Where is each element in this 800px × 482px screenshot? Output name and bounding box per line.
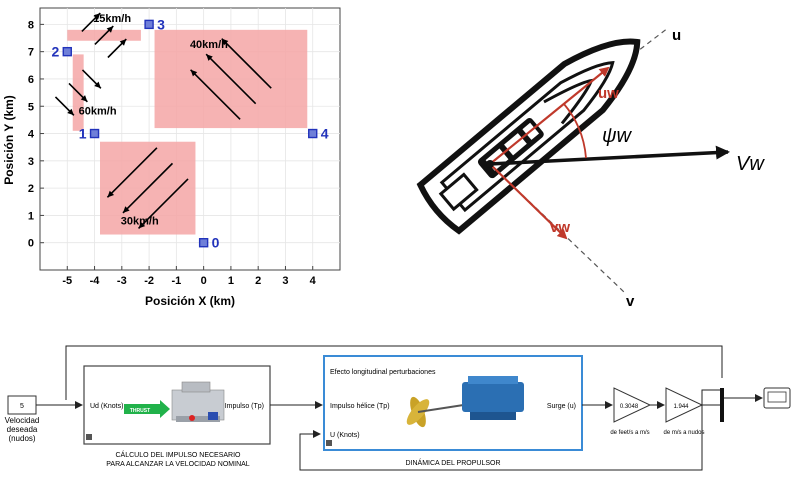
waypoint-label: 1 xyxy=(79,126,87,142)
gain2-caption: de m/s a nudos xyxy=(663,430,704,436)
current-arrowhead xyxy=(107,190,115,198)
sub1-caption-2: PARA ALCANZAR LA VELOCIDAD NOMINAL xyxy=(106,461,250,468)
sub1-in-port: Ud (Knots) xyxy=(90,403,123,410)
sub2-port-top: Efecto longitudinal perturbaciones xyxy=(330,369,436,376)
current-arrowhead xyxy=(190,69,198,77)
u-label: u xyxy=(672,27,681,44)
gain1-value: 0.3048 xyxy=(620,404,639,410)
x-tick-label: 1 xyxy=(228,275,234,287)
x-tick-label: -4 xyxy=(90,275,101,287)
y-tick-label: 2 xyxy=(28,183,34,195)
sub2-out-port: Surge (u) xyxy=(547,403,576,410)
waypoint-marker xyxy=(308,128,318,139)
thrust-badge-text: THRUST xyxy=(130,408,150,414)
sub2-lock-icon xyxy=(326,440,332,446)
propeller-engine-illustration xyxy=(406,376,524,428)
zone-speed-label: 60km/h xyxy=(79,106,117,118)
x-axis-label: Posición X (km) xyxy=(145,294,235,308)
sub1-lock-icon xyxy=(86,434,92,440)
gain2-value: 1.944 xyxy=(673,404,689,410)
sub2-port-bottom: U (Knots) xyxy=(330,432,360,439)
waypoint-marker xyxy=(89,128,100,139)
Vw-vector xyxy=(489,145,730,166)
vw-vector xyxy=(489,163,568,240)
current-arrow xyxy=(137,178,189,229)
scope-screen-icon xyxy=(767,391,787,403)
waypoint-label: 4 xyxy=(321,126,329,142)
current-arrowhead xyxy=(221,38,229,46)
waypoint-label: 3 xyxy=(157,16,165,32)
current-arrowhead xyxy=(206,54,213,61)
y-tick-label: 7 xyxy=(28,47,34,59)
y-tick-label: 0 xyxy=(28,238,34,250)
uw-label: uw xyxy=(598,85,619,102)
zone-speed-label: 40km/h xyxy=(190,39,228,51)
zone-speed-label: 15km/h xyxy=(93,13,131,25)
current-arrow xyxy=(221,38,272,89)
current-arrow xyxy=(106,147,158,198)
x-tick-label: 4 xyxy=(310,275,317,287)
input-caption-2: deseada xyxy=(7,425,38,434)
input-caption-1: Velocidad xyxy=(5,416,40,425)
current-arrowhead xyxy=(119,39,127,46)
sub2-caption: DINÁMICA DEL PROPULSOR xyxy=(405,458,500,467)
current-arrowhead xyxy=(106,26,114,33)
y-tick-label: 1 xyxy=(28,210,34,222)
x-tick-label: -2 xyxy=(144,275,154,287)
waypoint-marker xyxy=(62,46,72,57)
thrust-subsystem-block[interactable] xyxy=(83,365,271,445)
vw-label: vw xyxy=(550,219,570,236)
origin-dot xyxy=(486,160,494,168)
zone-speed-label: 30km/h xyxy=(121,216,159,228)
thruster-illustration xyxy=(171,381,225,422)
Vw-label: Vw xyxy=(736,153,765,175)
current-arrow xyxy=(190,69,241,120)
current-arrow xyxy=(205,53,257,105)
x-tick-label: 0 xyxy=(201,275,207,287)
waypoint-marker xyxy=(144,19,154,30)
y-tick-label: 6 xyxy=(28,74,34,86)
x-tick-label: 2 xyxy=(255,275,261,287)
psi-w-label: ψw xyxy=(602,125,633,147)
y-axis-label: Posición Y (km) xyxy=(2,95,16,185)
current-arrowhead xyxy=(67,108,74,116)
x-tick-label: -5 xyxy=(62,275,72,287)
current-arrow xyxy=(122,162,174,214)
sub1-out-port: Impulso (Tp) xyxy=(225,403,264,410)
gain-m-to-knots-block[interactable] xyxy=(665,387,704,423)
waypoint-label: 2 xyxy=(51,44,59,60)
gain-feet-to-m-block[interactable] xyxy=(613,387,652,423)
simulink-diagram: 5 Velocidad deseada (nudos) Ud (Knots) I… xyxy=(5,345,791,471)
gain1-caption: de feet/s a m/s xyxy=(610,430,649,436)
constant-value: 5 xyxy=(20,403,24,410)
sub2-port-mid: Impulso hélice (Tp) xyxy=(330,403,390,410)
y-tick-label: 5 xyxy=(28,101,34,113)
y-tick-label: 8 xyxy=(28,19,34,31)
mux-block[interactable] xyxy=(720,388,724,422)
propeller-dynamics-block[interactable] xyxy=(323,355,583,451)
current-arrowhead xyxy=(93,13,101,20)
current-arrowhead xyxy=(94,81,101,89)
thrust-badge: THRUST xyxy=(124,400,170,418)
psi-angle-arc xyxy=(563,103,587,159)
sub1-caption-1: CÁLCULO DEL IMPULSO NECESARIO xyxy=(116,450,242,459)
feedback-wire-inner xyxy=(299,389,722,471)
current-arrowhead xyxy=(122,206,130,213)
route-map-plot: 15km/h 60km/h 40km/h 30km/h 0 1 2 3 4 -5 -4 -3 -2 -… xyxy=(2,7,341,308)
vessel-frame-diagram: u v uw vw ψw Vw xyxy=(416,27,765,310)
waypoint-label: 0 xyxy=(212,235,220,251)
y-tick-label: 4 xyxy=(28,129,35,141)
input-caption-3: (nudos) xyxy=(8,434,35,443)
v-label: v xyxy=(626,293,635,310)
x-tick-label: 3 xyxy=(282,275,288,287)
x-tick-label: -1 xyxy=(171,275,181,287)
y-tick-label: 3 xyxy=(28,156,34,168)
current-arrowhead xyxy=(80,95,88,102)
feedback-wire-outer xyxy=(65,345,723,400)
uw-vector xyxy=(489,66,610,165)
current-arrowhead xyxy=(138,221,146,229)
x-tick-label: -3 xyxy=(117,275,127,287)
waypoint-marker xyxy=(198,238,209,248)
